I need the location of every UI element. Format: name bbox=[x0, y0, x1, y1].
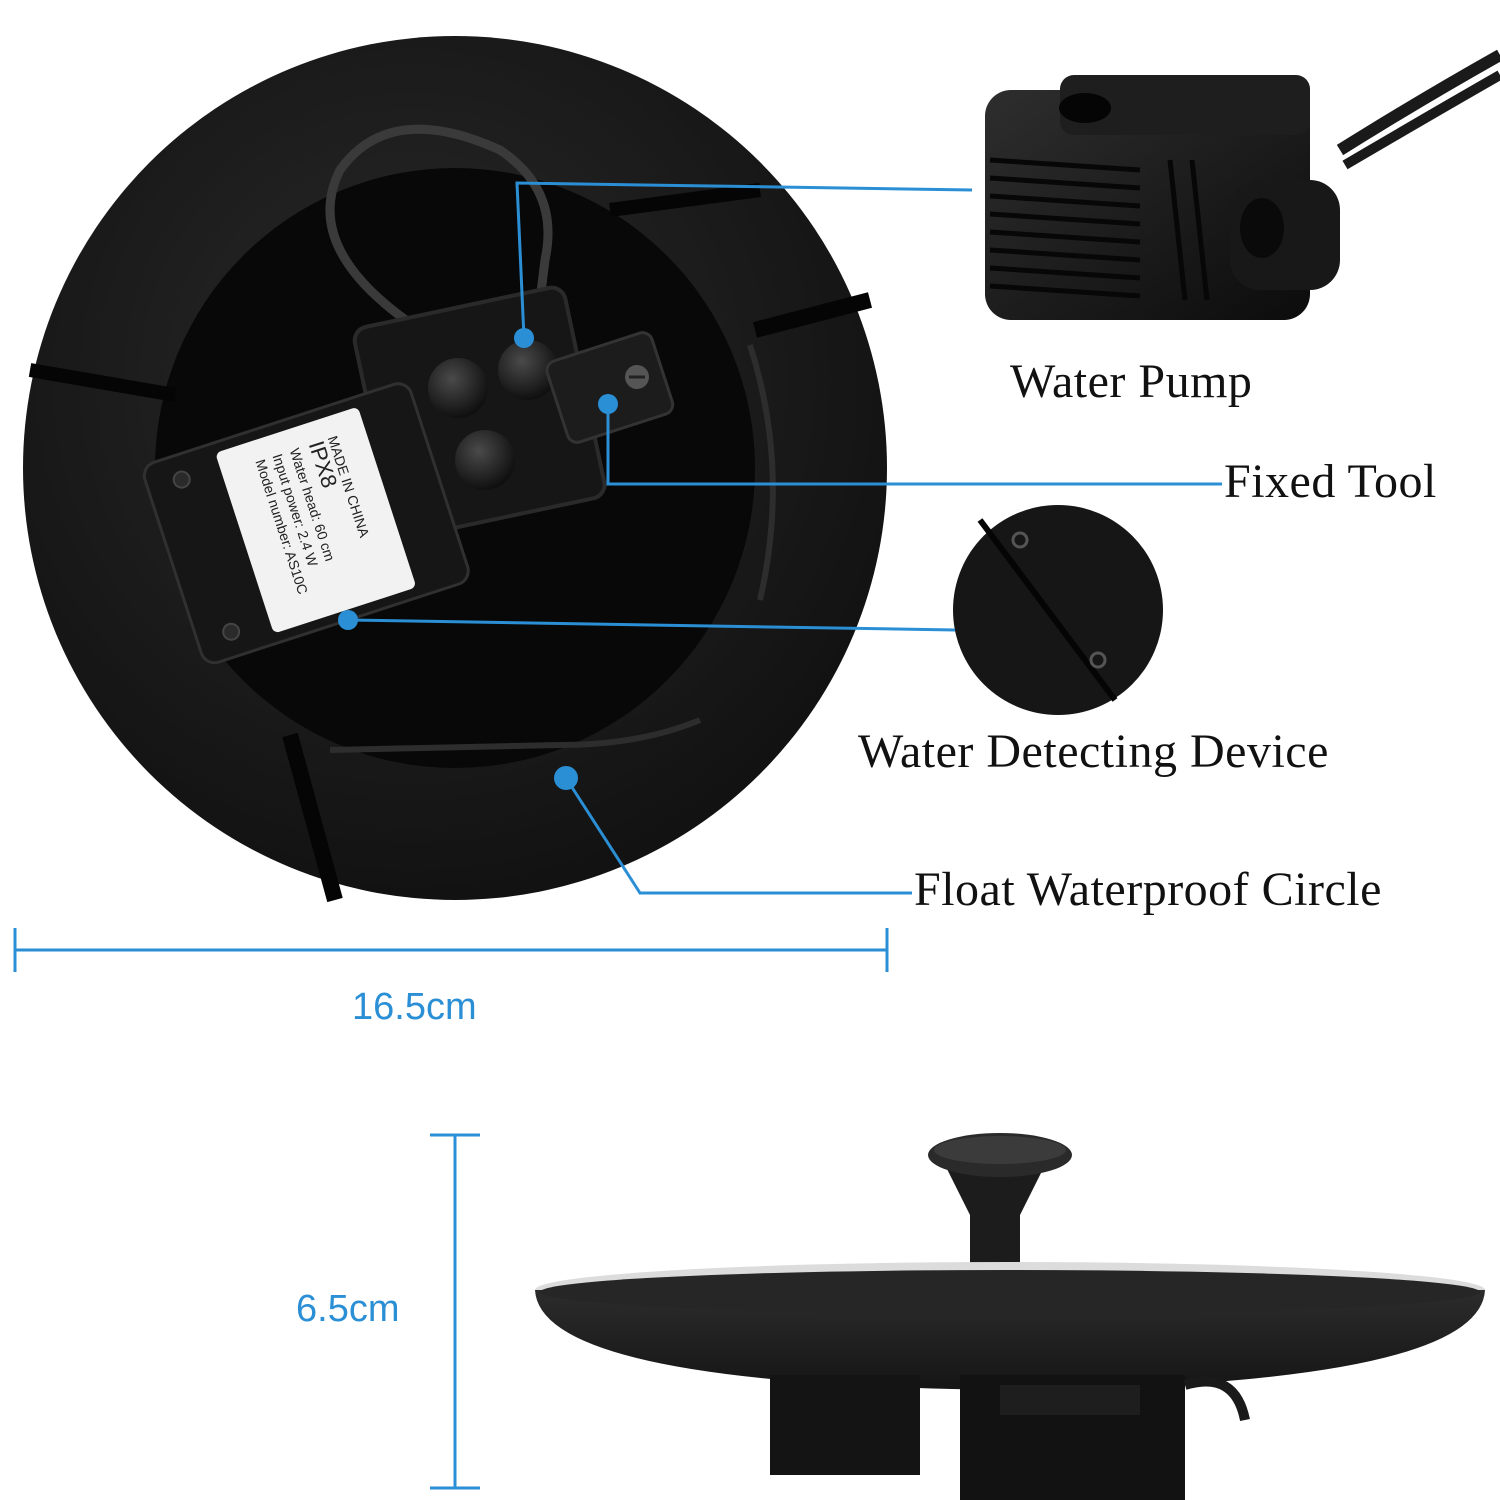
disc-body bbox=[535, 1290, 1485, 1390]
callout-water-pump bbox=[515, 181, 973, 339]
water-detecting-device-label: Water Detecting Device bbox=[858, 725, 1329, 778]
nozzle-stem bbox=[945, 1165, 1045, 1280]
foam-seam bbox=[609, 183, 761, 217]
screw-icon bbox=[222, 622, 241, 641]
fixed-tool-bracket bbox=[545, 331, 675, 444]
screw-icon bbox=[1011, 531, 1029, 549]
screw-icon bbox=[1089, 651, 1107, 669]
screw-icon bbox=[172, 470, 191, 489]
callout-detecting-device bbox=[347, 618, 956, 632]
pump-outlet bbox=[1059, 93, 1111, 123]
pump-power-cable bbox=[1336, 49, 1500, 156]
foam-segment-edge bbox=[329, 717, 702, 753]
foam-seam bbox=[28, 363, 177, 402]
suction-cup bbox=[428, 358, 488, 418]
callout-fixed-tool bbox=[606, 404, 1222, 486]
suction-cup bbox=[455, 430, 515, 490]
pump-cable bbox=[325, 124, 553, 334]
callout-dots bbox=[338, 328, 618, 790]
suction-cup bbox=[498, 340, 558, 400]
diameter-dimension: 16.5cm bbox=[352, 986, 477, 1028]
pump-intake-grille bbox=[989, 157, 1210, 301]
foam-segment-edge bbox=[747, 344, 776, 601]
float-circle-side-view bbox=[535, 1133, 1485, 1500]
detecting-device-closeup bbox=[953, 505, 1163, 715]
water-pump-label: Water Pump bbox=[1010, 355, 1253, 408]
foam-seam bbox=[282, 732, 343, 903]
height-dimension: 6.5cm bbox=[296, 1288, 400, 1330]
fixed-tool-label: Fixed Tool bbox=[1224, 455, 1437, 508]
foam-seam bbox=[752, 292, 873, 338]
water-pump-image bbox=[985, 49, 1500, 320]
water-detecting-device-box bbox=[142, 382, 470, 665]
callout-lines bbox=[13, 181, 1222, 1490]
callout-float-circle bbox=[564, 777, 912, 895]
pump-housing-side bbox=[770, 1375, 920, 1475]
float-waterproof-circle-label: Float Waterproof Circle bbox=[914, 863, 1382, 916]
float-circle-top-view: MADE IN CHINA IPX8 Water head: 60 cm Inp… bbox=[23, 36, 887, 903]
